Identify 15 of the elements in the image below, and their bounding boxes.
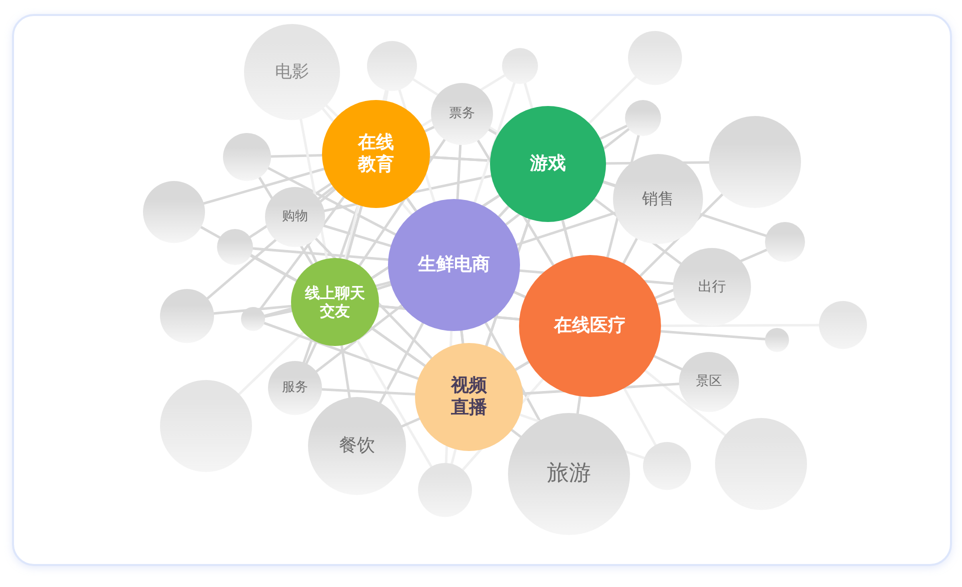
bubble-label: 生鲜电商 [418, 254, 490, 276]
bubble-label: 服务 [282, 380, 308, 396]
bubble-label: 电影 [275, 62, 309, 82]
bubble-label: 票务 [449, 106, 475, 122]
bubble-label: 在线医疗 [554, 315, 626, 337]
bubble-label: 旅游 [547, 460, 591, 488]
bubble-label: 游戏 [530, 153, 566, 175]
bubble-label: 餐饮 [339, 435, 375, 457]
bubble-label: 视频直播 [450, 375, 488, 419]
bubble-label: 景区 [696, 374, 722, 390]
bubble-label: 出行 [698, 278, 726, 296]
bubble-label: 购物 [282, 209, 308, 225]
bubble-label: 销售 [642, 189, 674, 209]
bubble-label: 在线教育 [356, 132, 395, 176]
bubble-label: 线上聊天交友 [304, 284, 366, 320]
